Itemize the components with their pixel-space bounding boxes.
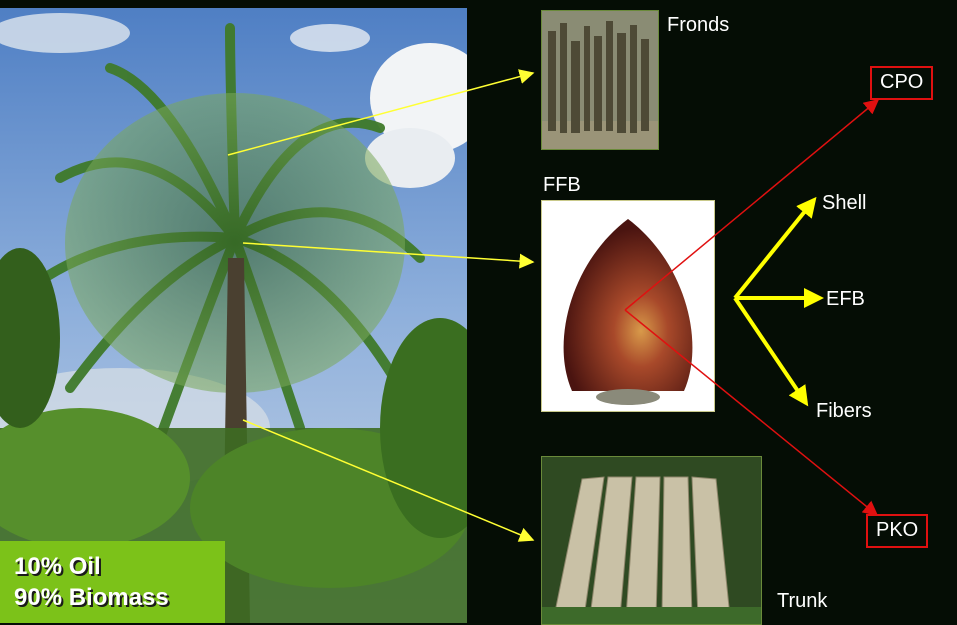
arrow-tree-to-ffb	[243, 243, 533, 262]
trunk-label: Trunk	[777, 590, 827, 613]
arrow-tree-to-fronds	[228, 73, 533, 155]
efb-label: EFB	[826, 288, 865, 311]
fronds-label: Fronds	[667, 14, 729, 37]
oil-percentage: 10% Oil	[14, 551, 225, 582]
arrow-to-shell	[735, 200, 814, 298]
fibers-label: Fibers	[816, 400, 872, 423]
shell-label: Shell	[822, 192, 866, 215]
arrow-tree-to-trunk	[243, 420, 533, 540]
arrow-to-fibers	[735, 298, 806, 403]
biomass-percentage: 90% Biomass	[14, 582, 225, 613]
cpo-label: CPO	[870, 66, 933, 100]
pko-label: PKO	[866, 514, 928, 548]
ffb-label: FFB	[543, 174, 581, 197]
oil-biomass-summary: 10% Oil 90% Biomass	[0, 541, 225, 623]
